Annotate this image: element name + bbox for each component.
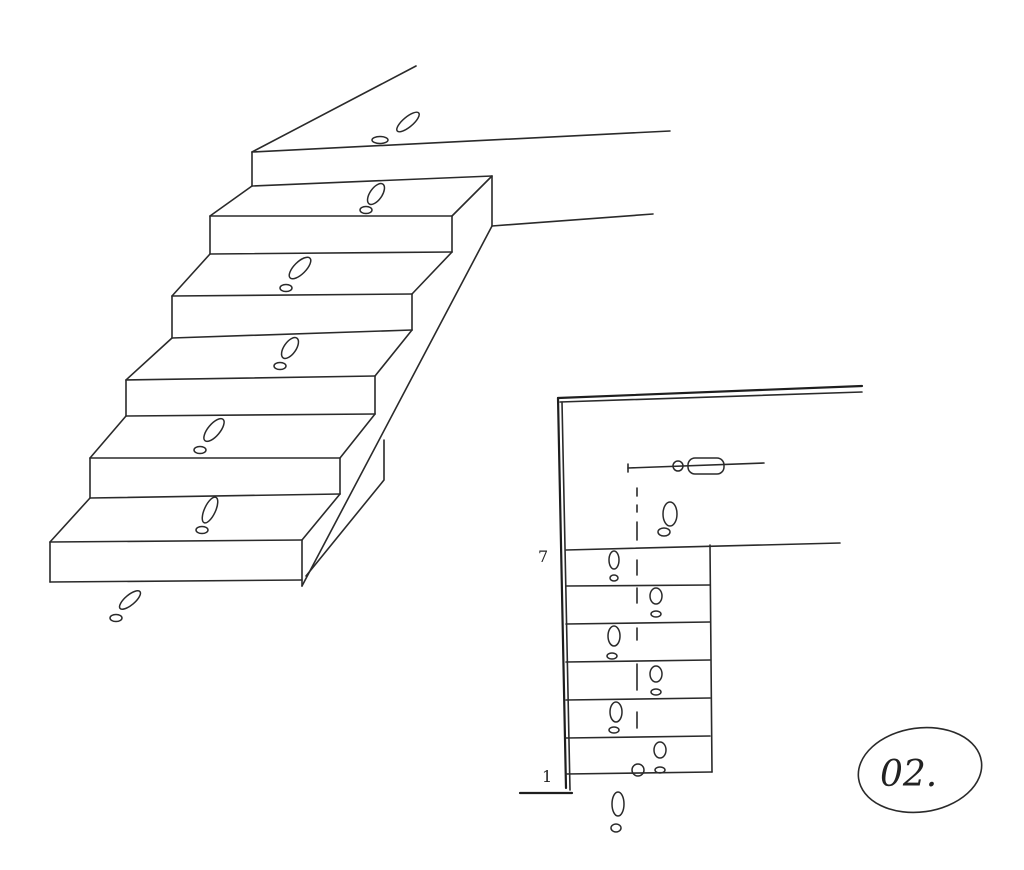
footprint-step-1 xyxy=(359,182,386,215)
step-5 xyxy=(49,493,341,587)
sheet-number-text: 02. xyxy=(880,754,937,795)
plan-footprint-top xyxy=(672,457,725,475)
plan-treads xyxy=(565,544,713,775)
plan-view: 7 1 xyxy=(518,384,864,833)
footprint-floor xyxy=(109,590,142,623)
footprint-step-4 xyxy=(193,417,225,455)
plan-label-top-step: 7 xyxy=(538,547,548,566)
plan-wall xyxy=(518,384,864,795)
plan-footprint-3 xyxy=(608,701,623,734)
plan-footprint-4 xyxy=(649,665,663,696)
plan-footprint-7 xyxy=(608,550,620,582)
footprint-step-3 xyxy=(273,336,300,371)
plan-footprint-floor xyxy=(610,791,625,833)
plan-footprint-2 xyxy=(631,741,667,777)
plan-landing-line xyxy=(565,542,841,551)
plan-footprint-landing xyxy=(657,501,678,537)
perspective-footprints xyxy=(109,111,420,623)
step-3 xyxy=(125,329,413,417)
plan-footprint-5 xyxy=(606,625,621,660)
plan-footprint-6 xyxy=(649,587,663,618)
footprint-step-5 xyxy=(195,496,219,535)
plan-footprints xyxy=(606,457,725,833)
step-2 xyxy=(171,251,453,339)
stair-side-edge xyxy=(305,439,385,577)
footprint-step-2 xyxy=(279,256,312,293)
step-1 xyxy=(209,175,493,255)
step-4 xyxy=(89,413,376,499)
upper-landing xyxy=(251,65,671,587)
plan-label-bottom-step: 1 xyxy=(542,767,552,786)
plan-walking-line xyxy=(627,462,765,729)
sheet-number-badge: 02. xyxy=(857,726,983,814)
perspective-staircase xyxy=(49,65,671,623)
footprint-landing xyxy=(371,111,420,145)
